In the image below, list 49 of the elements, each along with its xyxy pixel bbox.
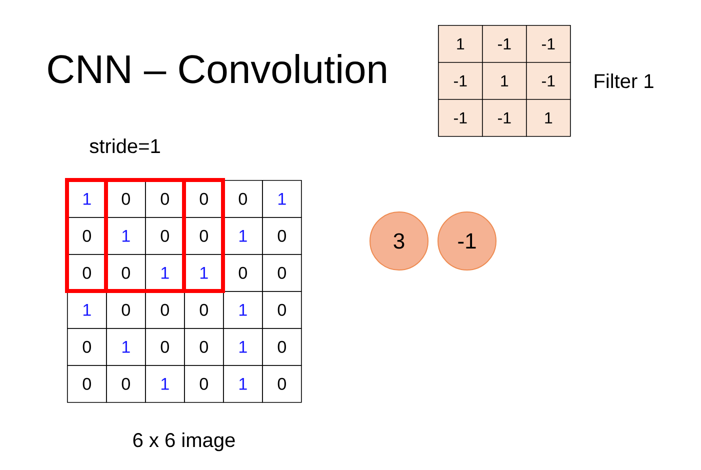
filter-cell: -1 bbox=[526, 25, 571, 63]
image-cell: 0 bbox=[184, 291, 224, 329]
image-cell: 0 bbox=[145, 180, 185, 218]
filter-cell: 1 bbox=[526, 99, 571, 137]
image-cell: 0 bbox=[145, 291, 185, 329]
image-cell: 1 bbox=[223, 217, 263, 255]
filter-cell: -1 bbox=[482, 25, 527, 63]
image-cell: 0 bbox=[262, 365, 302, 403]
filter-cell: -1 bbox=[438, 99, 483, 137]
filter-cell: 1 bbox=[438, 25, 483, 63]
image-cell: 0 bbox=[184, 180, 224, 218]
image-cell: 0 bbox=[223, 254, 263, 292]
image-cell: 0 bbox=[106, 291, 146, 329]
image-caption: 6 x 6 image bbox=[133, 432, 235, 452]
filter-label: Filter 1 bbox=[594, 74, 654, 88]
image-cell: 0 bbox=[262, 291, 302, 329]
image-cell: 0 bbox=[184, 328, 224, 366]
image-cell: 0 bbox=[262, 328, 302, 366]
image-cell: 0 bbox=[67, 217, 107, 255]
image-cell: 1 bbox=[106, 217, 146, 255]
image-cell: 0 bbox=[223, 180, 263, 218]
image-cell: 1 bbox=[262, 180, 302, 218]
image-cell: 0 bbox=[262, 217, 302, 255]
image-cell: 0 bbox=[67, 365, 107, 403]
image-cell: 1 bbox=[106, 328, 146, 366]
image-cell: 0 bbox=[106, 365, 146, 403]
filter-cell: -1 bbox=[482, 99, 527, 137]
image-cell: 0 bbox=[184, 365, 224, 403]
image-cell: 0 bbox=[106, 180, 146, 218]
image-cell: 1 bbox=[223, 291, 263, 329]
image-cell: 0 bbox=[184, 217, 224, 255]
image-cell: 1 bbox=[145, 365, 185, 403]
filter-cell: -1 bbox=[438, 62, 483, 100]
image-cell: 1 bbox=[145, 254, 185, 292]
image-cell: 0 bbox=[67, 328, 107, 366]
image-cell: 1 bbox=[184, 254, 224, 292]
image-cell: 1 bbox=[67, 291, 107, 329]
slide-title: CNN – Convolution bbox=[48, 54, 386, 84]
image-cell: 0 bbox=[67, 254, 107, 292]
filter-cell: 1 bbox=[482, 62, 527, 100]
stride-label: stride=1 bbox=[90, 138, 160, 154]
image-cell: 0 bbox=[262, 254, 302, 292]
filter-cell: -1 bbox=[526, 62, 571, 100]
image-cell: 1 bbox=[223, 328, 263, 366]
image-cell: 1 bbox=[67, 180, 107, 218]
image-cell: 0 bbox=[145, 217, 185, 255]
image-cell: 0 bbox=[145, 328, 185, 366]
image-cell: 0 bbox=[106, 254, 146, 292]
image-cell: 1 bbox=[223, 365, 263, 403]
